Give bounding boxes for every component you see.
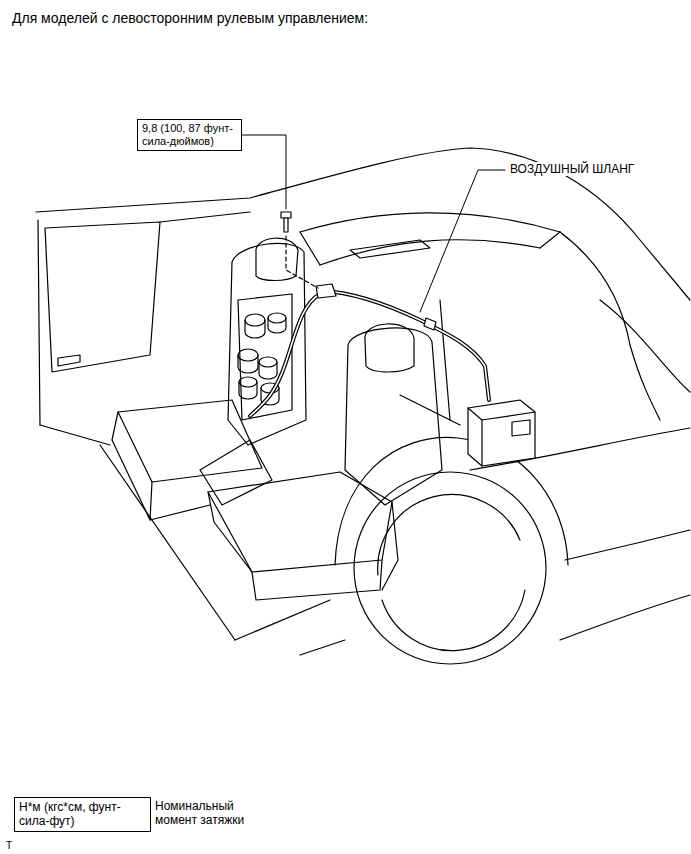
car-body — [36, 148, 690, 655]
page-title: Для моделей с левосторонним рулевым упра… — [12, 10, 368, 27]
air-hose — [250, 294, 320, 416]
car-body — [560, 595, 690, 640]
air-hose — [316, 284, 336, 298]
car-body — [540, 232, 560, 248]
figure-code: T — [4, 840, 14, 852]
far-rear-seat — [268, 318, 286, 333]
leader-lines — [242, 135, 286, 209]
far-rear-seat — [256, 238, 298, 280]
far-rear-seat — [150, 505, 210, 520]
rear-wheel — [335, 437, 568, 664]
far-rear-seat — [259, 357, 277, 367]
far-rear-seat — [238, 355, 258, 373]
air-hose — [322, 291, 489, 400]
car-body — [560, 232, 630, 345]
leader-lines — [242, 135, 505, 312]
legend-text: Номинальный момент затяжки — [153, 799, 269, 828]
car-body — [565, 530, 690, 560]
car-body — [45, 222, 160, 372]
car-body — [400, 395, 460, 425]
torque-box-text: 9,8 (100, 87 фунт-сила-дюймов) — [142, 122, 237, 148]
car-body — [36, 148, 690, 300]
car-body — [58, 355, 80, 366]
car-body — [160, 212, 250, 222]
far-rear-seat — [245, 314, 265, 326]
far-rear-seat — [238, 349, 258, 361]
near-rear-seat — [382, 502, 398, 590]
air-hose — [322, 291, 489, 400]
air-pump-module — [468, 400, 535, 466]
far-rear-seat — [259, 362, 277, 379]
car-body — [600, 300, 690, 392]
far-rear-seat — [200, 440, 272, 505]
car-body — [40, 425, 110, 445]
car-body — [38, 220, 40, 425]
far-rear-seat — [118, 400, 262, 482]
car-body — [300, 232, 320, 265]
air-hose — [250, 294, 320, 416]
air-hose — [250, 284, 489, 416]
leader-lines — [420, 170, 505, 312]
far-rear-seat — [239, 377, 257, 387]
rear-wheel — [382, 590, 525, 651]
far-rear-seat — [268, 313, 286, 323]
part-label: ВОЗДУШНЫЙ ШЛАНГ — [508, 162, 636, 176]
legend-box-text: Н*м (кгс*см, фунт-сила-фут) — [19, 800, 146, 829]
rear-wheel — [378, 495, 520, 575]
near-rear-seat — [365, 324, 414, 372]
car-body — [630, 345, 660, 420]
near-rear-seat — [252, 560, 382, 600]
air-pump-module — [468, 408, 535, 420]
far-rear-seat — [112, 412, 152, 520]
car-body — [350, 240, 430, 258]
near-rear-seat — [208, 324, 442, 600]
near-rear-seat — [345, 328, 442, 505]
far-rear-seat — [228, 243, 306, 445]
car-body — [320, 240, 540, 265]
bolt — [281, 212, 291, 218]
legend-box: Н*м (кгс*см, фунт-сила-фут) — [14, 797, 151, 832]
far-rear-seat — [239, 382, 257, 399]
leader-lines — [286, 236, 318, 288]
car-body — [300, 640, 345, 655]
torque-box: 9,8 (100, 87 фунт-сила-дюймов) — [137, 119, 242, 151]
bolt — [284, 218, 288, 232]
near-rear-seat — [208, 472, 392, 572]
air-pump-module — [512, 420, 530, 436]
bolt — [281, 212, 291, 232]
air-pump-module — [468, 400, 535, 466]
far-rear-seat — [112, 238, 306, 520]
air-pump-module — [481, 420, 482, 466]
rear-wheel — [354, 472, 546, 664]
car-body — [440, 300, 450, 420]
far-rear-seat — [245, 320, 265, 338]
air-hose — [424, 318, 436, 330]
near-rear-seat — [208, 492, 252, 572]
car-body — [235, 600, 330, 640]
car-body — [300, 213, 560, 232]
